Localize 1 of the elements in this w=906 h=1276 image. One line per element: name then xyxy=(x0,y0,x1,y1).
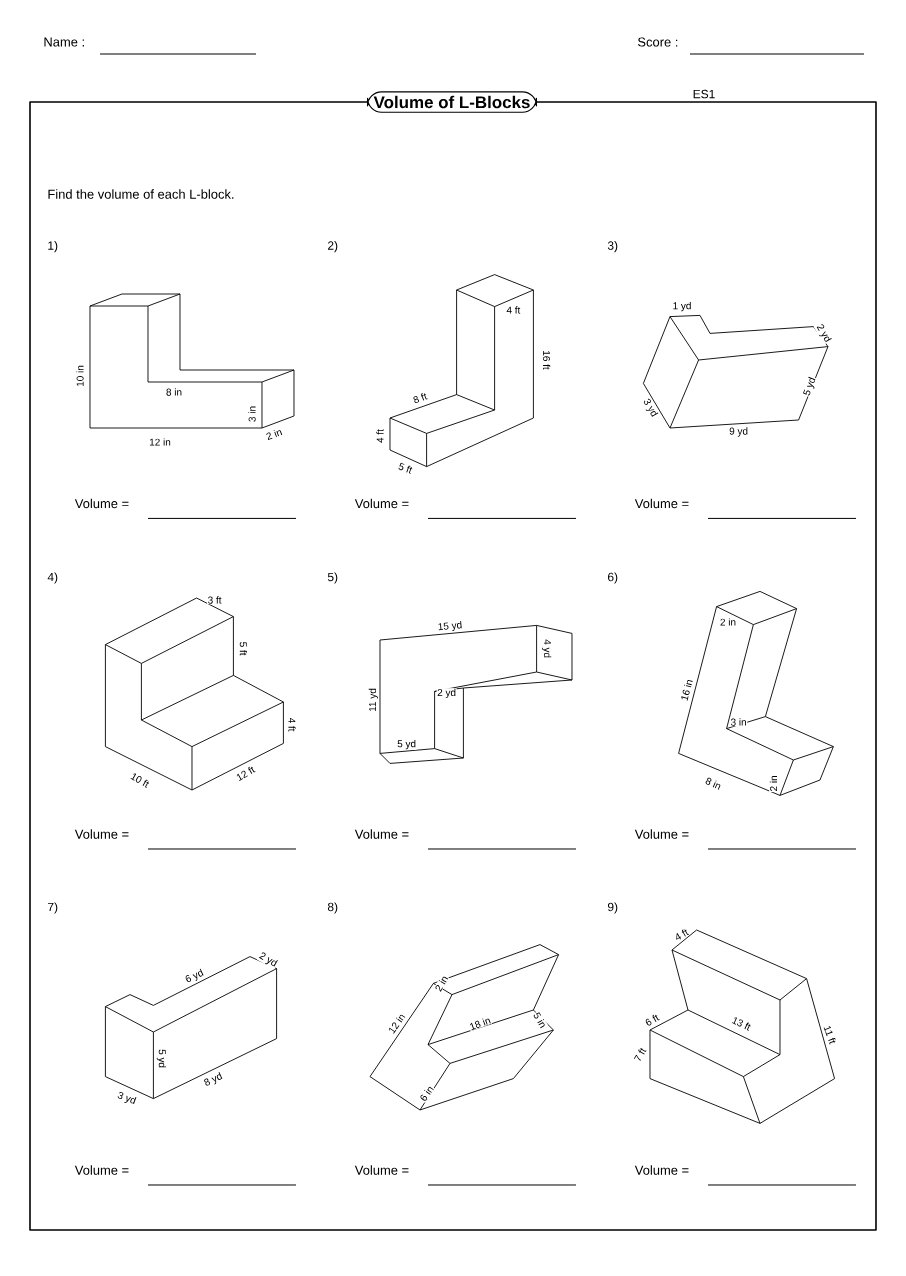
title-box: Volume of L-Blocks xyxy=(366,91,537,113)
